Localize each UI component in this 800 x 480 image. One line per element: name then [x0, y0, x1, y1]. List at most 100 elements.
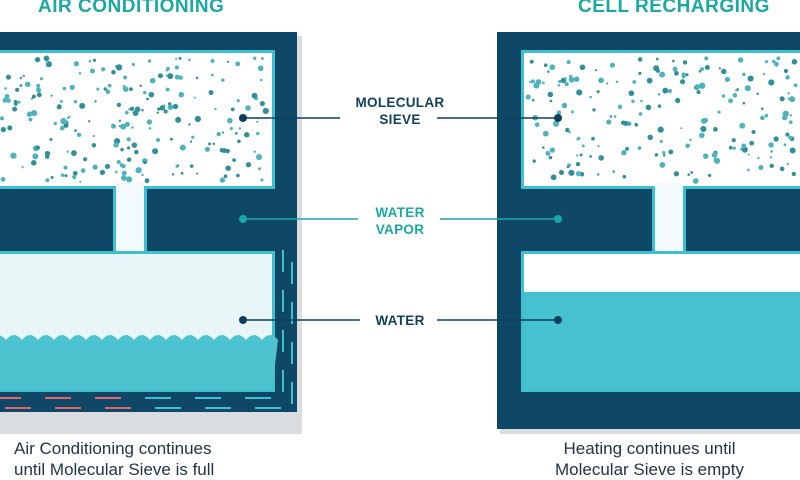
molecule-dot: [747, 75, 754, 82]
molecule-dot: [191, 135, 195, 139]
molecule-dot: [549, 147, 556, 153]
molecule-dot: [255, 153, 262, 161]
molecule-dot: [747, 153, 750, 156]
molecule-dot: [713, 158, 717, 161]
molecule-dot: [28, 117, 33, 122]
label-line: WATER: [375, 205, 425, 220]
molecule-dot: [657, 104, 662, 108]
molecule-dot: [594, 69, 598, 72]
molecule-dot: [244, 132, 250, 138]
molecule-dot: [36, 83, 41, 88]
molecule-dot: [92, 164, 98, 170]
molecule-dot: [143, 90, 147, 95]
molecule-dot: [74, 129, 77, 132]
molecule-dot: [591, 136, 595, 141]
molecule-dot: [96, 87, 100, 91]
molecule-dot: [742, 101, 746, 105]
molecule-dot: [189, 164, 194, 168]
molecule-dot: [31, 109, 38, 117]
molecule-dot: [659, 71, 666, 78]
molecule-dot: [262, 107, 269, 115]
molecule-dot: [165, 69, 169, 72]
molecule-dot: [556, 110, 562, 115]
molecule-dot: [662, 87, 669, 94]
molecule-dot: [259, 100, 265, 107]
caption-line: Heating continues until: [563, 439, 736, 458]
molecule-dot: [637, 57, 643, 62]
molecule-dot: [682, 60, 688, 65]
molecule-dot: [597, 145, 600, 148]
molecule-dot: [764, 113, 769, 118]
molecule-dot: [26, 111, 33, 117]
molecule-dot: [148, 127, 152, 130]
molecule-dot: [129, 106, 135, 111]
right-passage: [655, 183, 683, 257]
molecule-dot: [208, 142, 211, 146]
molecule-dot: [529, 59, 534, 64]
molecule-dot: [146, 119, 153, 125]
molecule-dot: [126, 176, 133, 183]
molecule-dot: [63, 122, 69, 128]
molecule-dot: [180, 171, 184, 175]
molecule-dot: [59, 125, 65, 131]
label-molecular-sieve: MOLECULAR SIEVE: [340, 94, 460, 128]
molecule-dot: [598, 155, 604, 161]
molecule-dot: [703, 118, 709, 123]
molecule-dot: [769, 163, 774, 169]
molecule-dot: [195, 76, 199, 80]
molecule-dot: [557, 84, 561, 87]
molecule-dot: [711, 152, 718, 158]
molecule-dot: [30, 97, 34, 100]
molecule-dot: [100, 67, 106, 72]
label-water-vapor: WATER VAPOR: [340, 204, 460, 238]
molecule-dot: [621, 149, 627, 156]
molecule-dot: [10, 152, 17, 159]
molecule-dot: [45, 61, 49, 64]
molecule-dot: [210, 73, 214, 77]
molecule-dot: [543, 63, 548, 68]
molecule-dot: [120, 123, 127, 130]
molecule-dot: [129, 87, 133, 91]
molecule-dot: [640, 99, 643, 103]
molecule-dot: [690, 171, 694, 174]
molecule-dot: [609, 115, 613, 119]
caption-line: until Molecular Sieve is full: [14, 460, 215, 479]
molecule-dot: [788, 135, 793, 140]
molecule-dot: [175, 164, 179, 168]
molecule-dot: [724, 76, 731, 82]
molecule-dot: [573, 76, 580, 82]
molecule-dot: [171, 173, 175, 176]
molecule-dot: [66, 116, 70, 120]
molecule-dot: [596, 90, 600, 94]
molecule-dot: [0, 116, 5, 121]
molecule-dot: [783, 68, 789, 74]
molecule-dot: [735, 89, 738, 92]
molecule-dot: [702, 153, 709, 159]
molecule-dot: [747, 168, 750, 172]
molecule-dot: [227, 117, 233, 124]
leader-lines: [243, 117, 558, 321]
molecule-dot: [216, 131, 221, 137]
molecule-dot: [598, 77, 604, 84]
molecule-dot: [232, 158, 236, 162]
molecule-dot: [786, 162, 789, 165]
molecule-dot: [622, 174, 627, 179]
molecule-dot: [787, 97, 790, 100]
molecule-dot: [549, 64, 556, 71]
molecule-dot: [674, 70, 679, 76]
molecule-dot: [111, 69, 116, 75]
molecule-dot: [672, 66, 678, 72]
molecule-dot: [91, 143, 97, 148]
molecule-dot: [634, 122, 639, 127]
molecule-dot: [576, 154, 579, 157]
molecule-dot: [571, 110, 575, 114]
molecule-dot: [19, 76, 22, 80]
molecule-dot: [721, 94, 726, 98]
molecule-dot: [675, 97, 681, 104]
molecule-dot: [44, 150, 51, 157]
molecule-dot: [680, 79, 686, 85]
molecule-dot: [72, 175, 77, 180]
molecule-dot: [579, 153, 583, 157]
molecule-dot: [791, 58, 798, 65]
molecule-dot: [547, 70, 550, 73]
